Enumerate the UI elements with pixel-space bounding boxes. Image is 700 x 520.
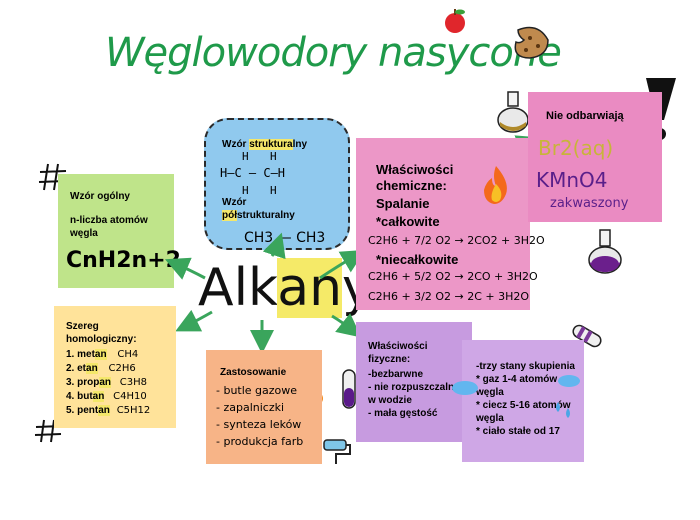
physical-properties-card: Właściwości fizyczne: -bezbarwne - nie r… — [356, 322, 472, 442]
hash-icon — [34, 419, 63, 443]
list-item: - synteza leków — [216, 418, 302, 431]
paint-roller-icon — [323, 439, 351, 464]
states-of-matter-card: -trzy stany skupienia * gaz 1-4 atomów w… — [452, 340, 584, 462]
equation-incomplete-2: C2H6 + 3/2 O2 → 2C + 3H2O — [368, 290, 530, 303]
list-item: - nie rozpuszczalne w wodzie — [368, 382, 460, 406]
list-item: 5. pentan C5H12 — [66, 405, 151, 416]
hash-icon — [38, 163, 67, 191]
applications-title: Zastosowanie — [220, 367, 287, 378]
list-item: 1. metan CH4 — [66, 349, 139, 360]
list-item: 3. propan C3H8 — [66, 377, 148, 388]
incomplete-combustion-label: *niecałkowite — [376, 252, 459, 267]
cookie-icon — [514, 26, 549, 59]
states-of-matter-list: -trzy stany skupienia * gaz 1-4 atomów w… — [476, 360, 580, 438]
acidified-label: zakwaszony — [550, 196, 629, 211]
structural-formula-card: Wzór strukturalny H H H–C – C–H H H Wzór… — [204, 118, 350, 250]
list-item: 4. butan C4H10 — [66, 391, 147, 402]
list-item: * gaz 1-4 atomów węgla — [476, 374, 558, 398]
fire-icon — [484, 166, 507, 204]
equation-incomplete-1: C2H6 + 5/2 O2 → 2CO + 3H2O — [368, 270, 538, 283]
list-item: - mała gęstość — [368, 408, 438, 419]
svg-text:H–C – C–H: H–C – C–H — [220, 166, 285, 180]
svg-text:H: H — [270, 150, 277, 163]
no-decolorization-card: Nie odbarwiają Br2(aq) KMnO4 zakwaszony — [528, 92, 662, 222]
general-formula-card: Wzór ogólny n-liczba atomów węgla CnH2n+… — [58, 174, 181, 288]
general-formula-desc: n-liczba atomów węgla — [70, 215, 148, 239]
list-item: - zapalniczki — [216, 401, 285, 414]
cloud-icon — [452, 381, 478, 395]
flask-icon — [588, 229, 622, 274]
potassium-permanganate: KMnO4 — [536, 168, 608, 192]
svg-text:H: H — [270, 184, 277, 197]
applications-list: - butle gazowe - zapalniczki - synteza l… — [216, 382, 303, 450]
structural-formula-label: Wzór strukturalny — [222, 139, 308, 150]
list-item: 2. etan C2H6 — [66, 363, 136, 374]
applications-card: Zastosowanie - butle gazowe - zapalniczk… — [206, 350, 322, 464]
list-item: -bezbarwne — [368, 369, 424, 380]
no-decolorization-title: Nie odbarwiają — [546, 110, 624, 122]
list-item: - produkcja farb — [216, 435, 304, 448]
list-item: * ciecz 5-16 atomów węgla — [476, 400, 571, 424]
structural-formula-drawing: H H H–C – C–H H H — [220, 150, 285, 197]
equation-complete: C2H6 + 7/2 O2 → 2CO2 + 3H2O — [368, 234, 545, 247]
homologous-series-card: Szereg homologiczny: 1. metan CH4 2. eta… — [54, 306, 176, 428]
cloud-icon — [558, 375, 580, 387]
list-item: -trzy stany skupienia — [476, 361, 575, 372]
chemical-properties-card: Właściwości chemiczne: Spalanie *całkowi… — [356, 138, 545, 310]
physical-properties-list: -bezbarwne - nie rozpuszczalne w wodzie … — [368, 368, 468, 420]
homologous-series-title: Szereg homologiczny: — [66, 321, 137, 345]
test-tube-icon — [342, 369, 356, 409]
complete-combustion-label: *całkowite — [376, 214, 440, 229]
general-formula-header: Wzór ogólny — [70, 191, 130, 202]
svg-text:H: H — [242, 184, 249, 197]
water-drop-icon — [556, 402, 570, 418]
physical-properties-title: Właściwości fizyczne: — [368, 341, 428, 365]
svg-text:H: H — [242, 150, 249, 163]
flask-icon — [497, 91, 529, 133]
test-tube-icon — [572, 324, 602, 348]
list-item: * ciało stałe od 17 — [476, 426, 560, 437]
general-formula: CnH2n+2 — [66, 248, 181, 273]
homologous-series-list: 1. metan CH4 2. etan C2H6 3. propan C3H8… — [66, 348, 176, 418]
list-item: - butle gazowe — [216, 384, 298, 397]
combustion-label: Spalanie — [376, 196, 430, 211]
apple-icon — [445, 9, 465, 33]
bromine-water: Br2(aq) — [538, 136, 614, 160]
chemical-properties-title: Właściwości chemiczne: — [376, 162, 454, 193]
